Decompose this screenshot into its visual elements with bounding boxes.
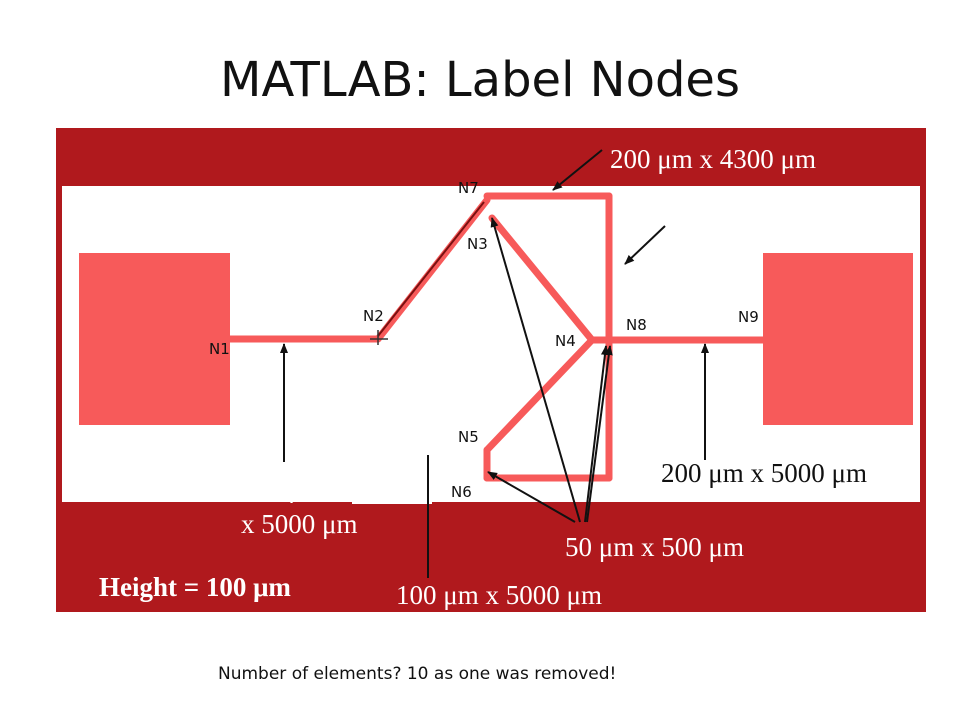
arrow-vertical-beam — [624, 225, 666, 265]
arrow-small-n8 — [586, 345, 613, 523]
node-label-n6: N6 — [451, 483, 472, 501]
node-label-n9: N9 — [738, 308, 759, 326]
arrow-top-beam — [552, 149, 603, 191]
dim-left-beam-label-2: x 5000 μm — [241, 509, 357, 539]
slide-title: MATLAB: Label Nodes — [220, 52, 740, 108]
beam-n4-n5 — [483, 336, 596, 454]
node-label-n8: N8 — [626, 316, 647, 334]
left-anchor-pad — [79, 253, 230, 425]
dim-small-beams-label: 50 μm x 500 μm — [565, 532, 744, 562]
removed-element-gap — [352, 345, 480, 502]
right-anchor-pad — [763, 253, 913, 425]
dim-left-beam-label-1: 200 μm — [241, 473, 324, 503]
arrow-small-n4 — [584, 345, 609, 523]
node-label-n5: N5 — [458, 428, 479, 446]
caption-text: Number of elements? 10 as one was remove… — [218, 664, 617, 684]
dim-missing-beam-label: 100 μm x 5000 μm — [396, 580, 602, 610]
removed-element-gap-lower — [352, 500, 432, 504]
arrow-small-n6 — [487, 471, 576, 523]
node-label-n3: N3 — [467, 235, 488, 253]
node-label-n1: N1 — [209, 340, 230, 358]
dim-vertical-beam-label: 200 μm x 8600 μm — [667, 199, 873, 229]
beam-n3-n4 — [488, 214, 596, 344]
dim-top-beam-label: 200 μm x 4300 μm — [610, 144, 816, 174]
node-label-n7: N7 — [458, 179, 479, 197]
beam-n2-n7 — [374, 196, 491, 343]
dim-right-beam-label: 200 μm x 5000 μm — [661, 458, 867, 488]
arrow-small-n3 — [490, 217, 581, 523]
node-label-n2: N2 — [363, 307, 384, 325]
beam-edge-shadow — [377, 201, 485, 337]
height-label: Height = 100 μm — [99, 572, 291, 602]
node-label-n4: N4 — [555, 332, 576, 350]
